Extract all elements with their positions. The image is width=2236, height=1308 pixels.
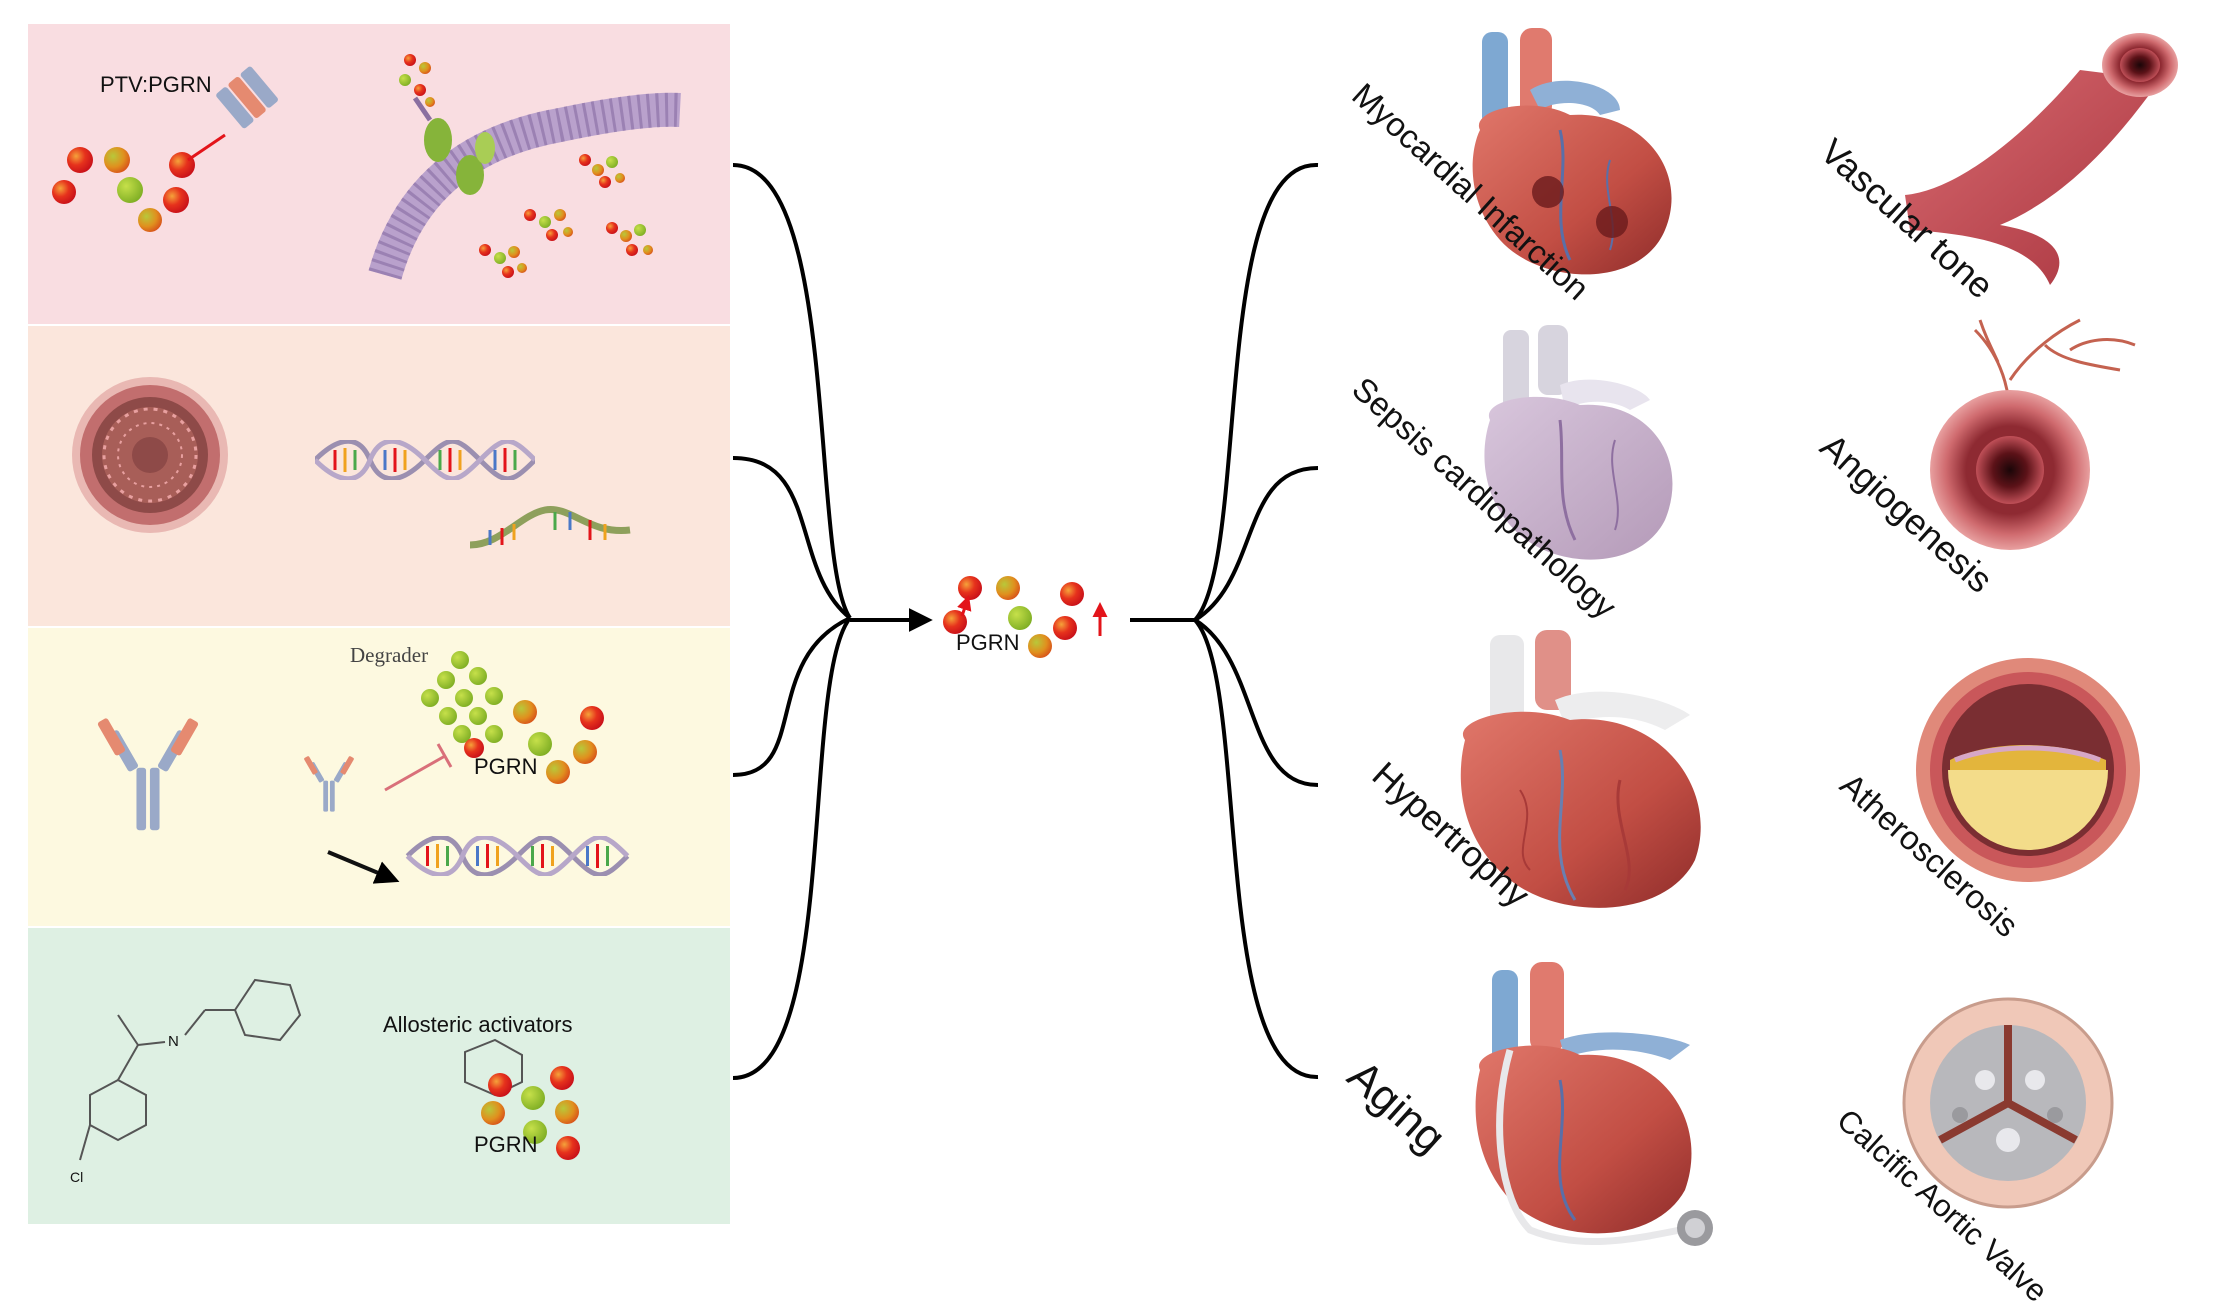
heart-myocardial-infarction — [1472, 28, 1672, 275]
molecule-atom-cl: Cl — [70, 1169, 83, 1185]
pgrn-particles-allosteric — [481, 1066, 580, 1160]
vessel-vascular-tone — [1905, 33, 2178, 285]
pgrn-label-degrader: PGRN — [474, 754, 538, 779]
molecule-atom-n: N — [168, 1033, 179, 1050]
panel-ptv-pgrn: PTV:PGRN — [28, 24, 730, 324]
viral-vector — [72, 377, 228, 533]
heart-sepsis — [1484, 325, 1673, 560]
membrane-receptor — [412, 96, 495, 195]
cell-membrane — [368, 92, 681, 280]
activator-ring — [464, 1038, 523, 1097]
label-aging: Aging — [1338, 1051, 1454, 1163]
secreted-pgrn-particles — [399, 54, 653, 278]
center-pgrn-label: PGRN — [956, 630, 1020, 655]
heart-aging — [1475, 962, 1713, 1246]
pgrn-label-allosteric: PGRN — [474, 1132, 538, 1157]
panel-allosteric: N Cl Allosteric activators PGRN — [28, 928, 730, 1224]
panel-allosteric-background — [28, 928, 730, 1224]
left-brace — [732, 163, 852, 1080]
mrna-strand — [469, 505, 631, 549]
pgrn-particles-degrader — [513, 700, 604, 784]
heart-hypertrophy — [1460, 630, 1701, 908]
panel-gene-therapy — [28, 326, 730, 626]
vessel-angiogenesis — [1930, 318, 2136, 550]
allosteric-activators-label: Allosteric activators — [383, 1012, 573, 1037]
panel-degrader-background — [28, 628, 730, 926]
panel-degrader: Degrader PGRN — [28, 628, 730, 926]
vessel-atherosclerosis — [1916, 658, 2140, 882]
inhibition-line — [384, 743, 453, 792]
degrader-molecule — [421, 651, 503, 758]
small-molecule-structure — [79, 978, 302, 1161]
ptv-fusion-antibody-fragment — [216, 66, 278, 129]
ptv-pgrn-label: PTV:PGRN — [100, 72, 212, 97]
vessel-calcific-aortic-valve — [1902, 997, 2114, 1209]
degrader-arrow — [327, 850, 400, 884]
right-brace — [1193, 162, 1319, 1080]
center-pgrn — [943, 576, 1084, 658]
pgrn-particle-cluster — [52, 133, 226, 232]
degrader-label: Degrader — [350, 643, 428, 667]
panel-ptv-pgrn-background — [28, 24, 730, 324]
